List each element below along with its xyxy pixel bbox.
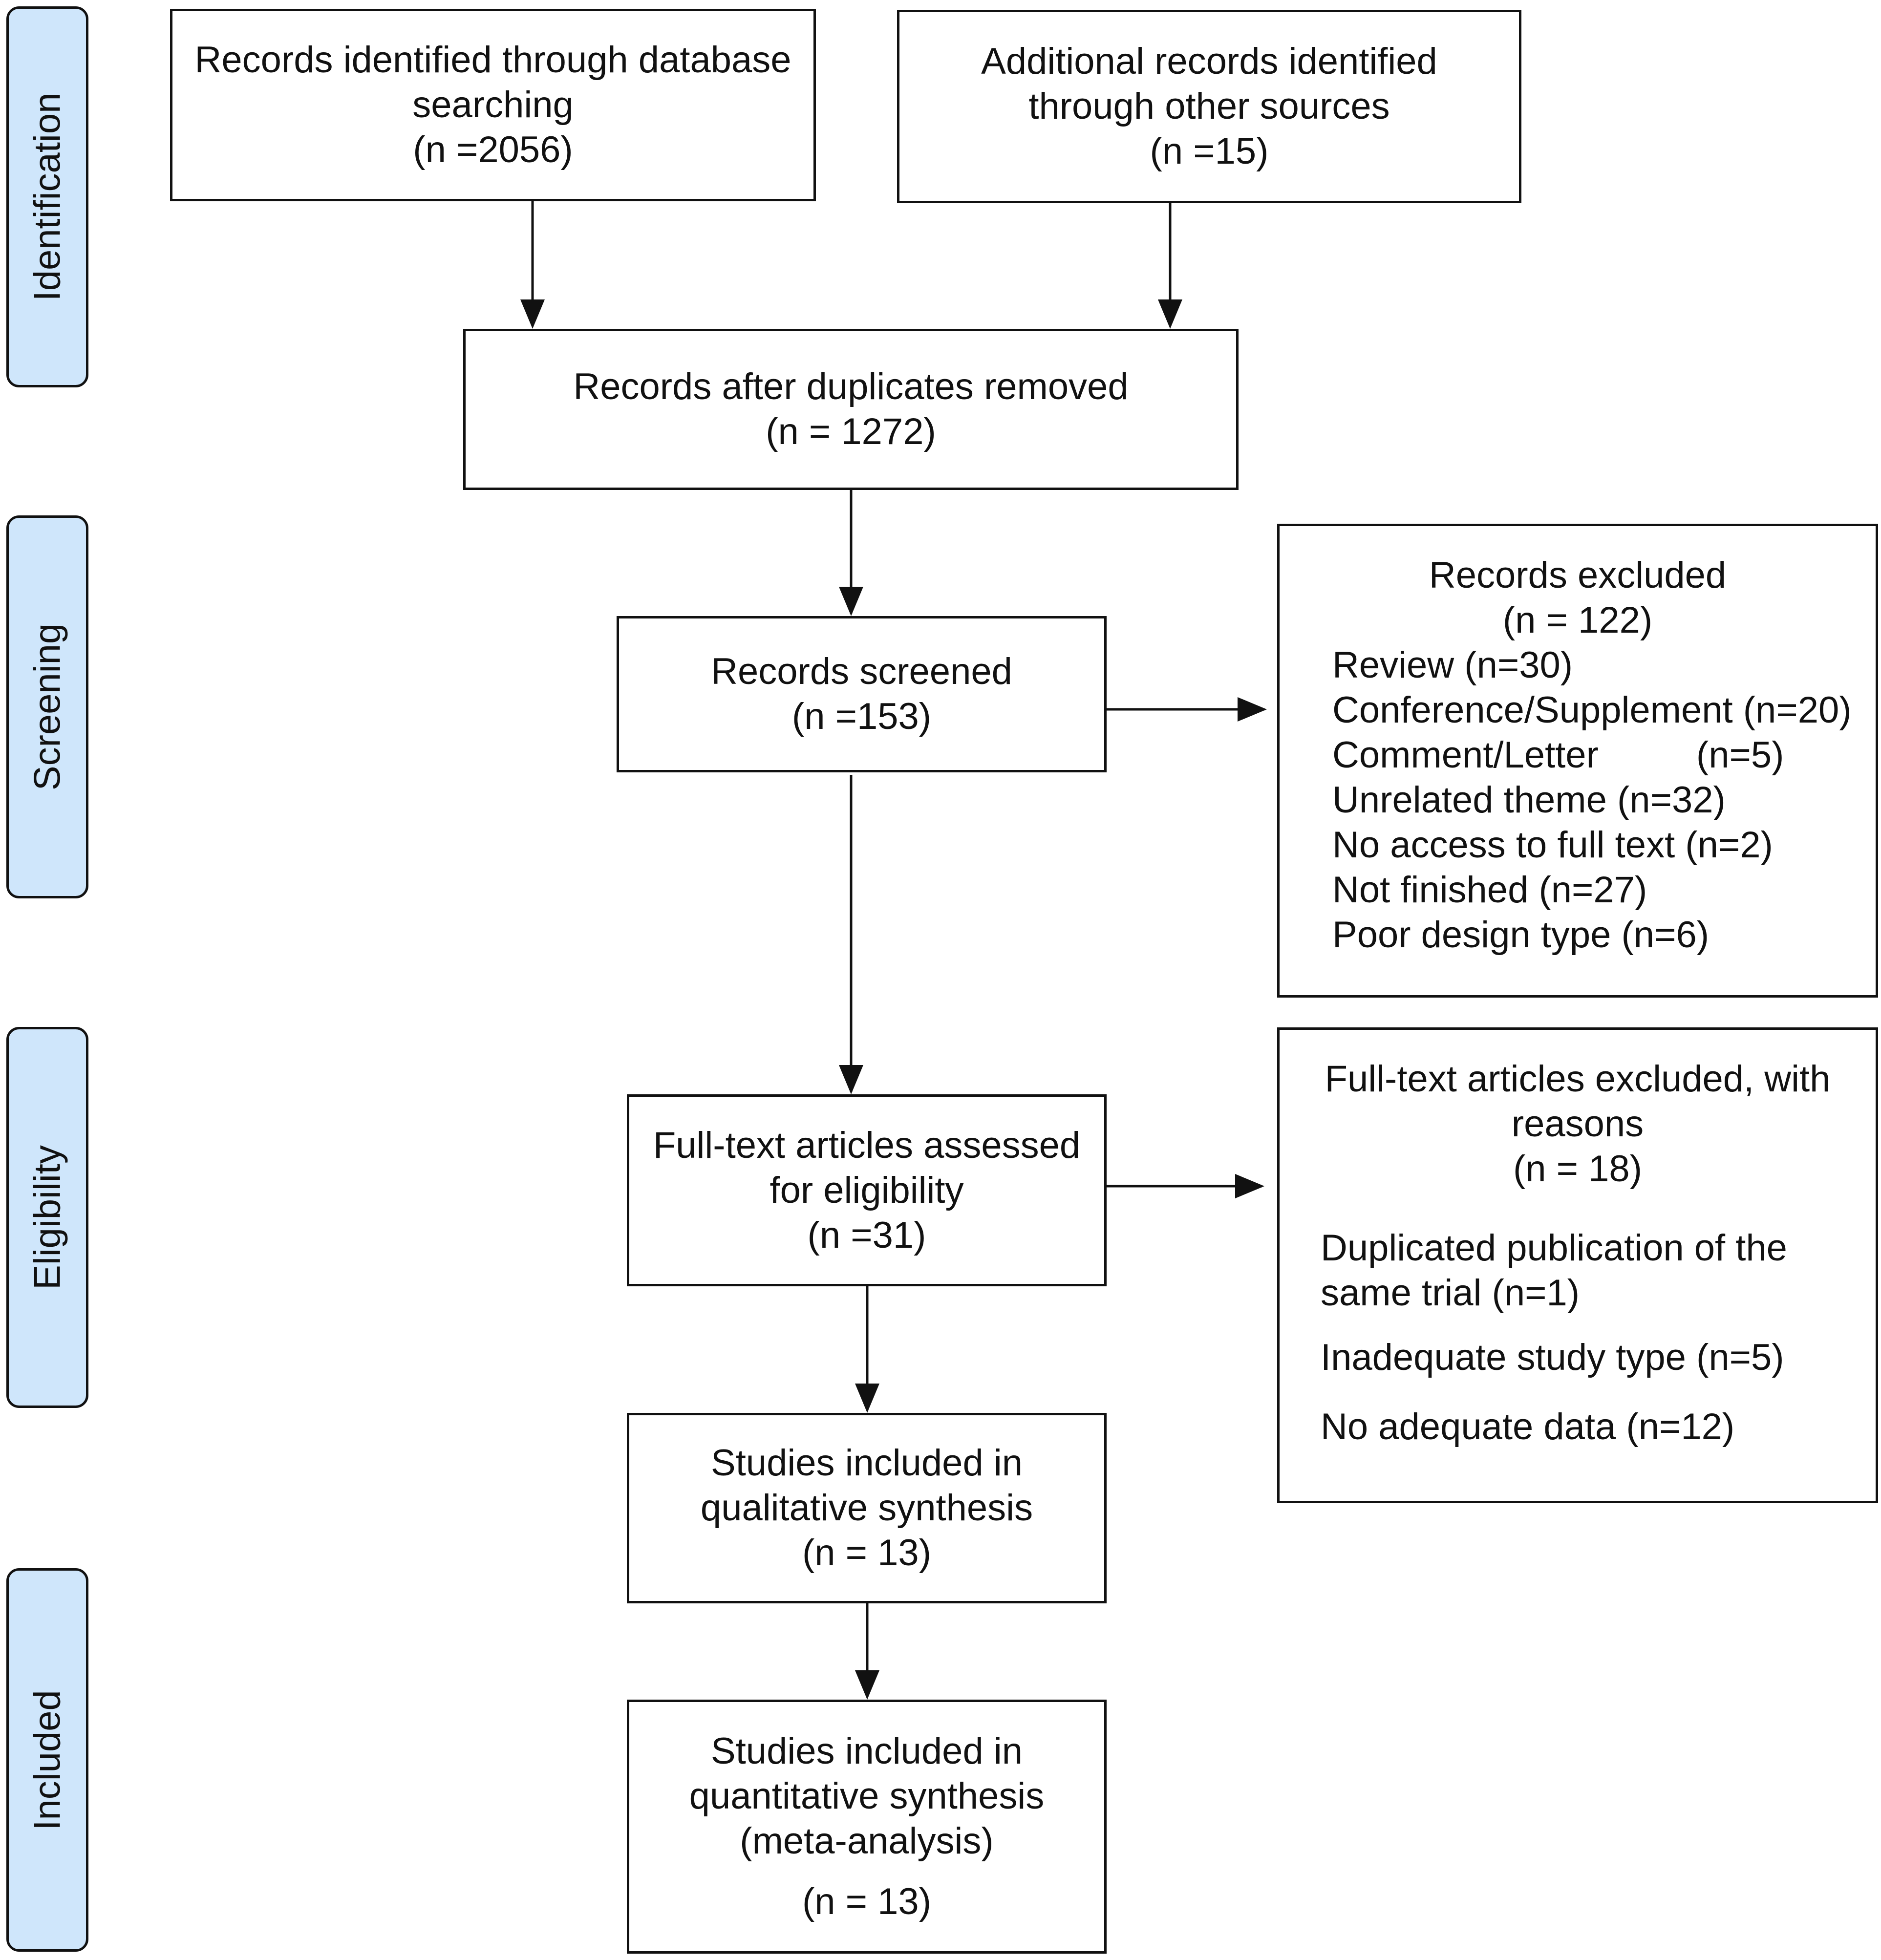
records-screened-box: Records screened (n =153) <box>617 616 1107 772</box>
quantitative-line3: (meta-analysis) <box>740 1820 994 1862</box>
other-sources-box: Additional records identified through ot… <box>897 10 1521 203</box>
full-text-assessed-box: Full-text articles assessed for eligibil… <box>627 1094 1107 1286</box>
fulltext-reason3: No adequate data (n=12) <box>1321 1406 1735 1448</box>
after-duplicates-line1: Records after duplicates removed <box>573 366 1129 407</box>
database-records-line1: Records identified through database <box>194 39 791 81</box>
phase-screening: Screening <box>6 515 88 898</box>
other-sources-line1: Additional records identified <box>981 41 1437 82</box>
quantitative-line2: quantitative synthesis <box>689 1775 1045 1817</box>
fulltext-reason1-line2: same trial (n=1) <box>1321 1272 1580 1314</box>
quantitative-synthesis-box: Studies included in quantitative synthes… <box>627 1700 1107 1954</box>
excluded-no-access: No access to full text (n=2) <box>1332 824 1773 866</box>
excluded-poor-design: Poor design type (n=6) <box>1332 914 1710 956</box>
excluded-comment-letter: Comment/Letter (n=5) <box>1332 733 1876 778</box>
full-text-line1: Full-text articles assessed <box>653 1124 1081 1166</box>
excluded-comment-letter-label: Comment/Letter <box>1332 734 1599 776</box>
records-screened-line1: Records screened <box>711 651 1012 692</box>
fulltext-excluded-title-line2: reasons <box>1511 1103 1644 1145</box>
qualitative-line2: qualitative synthesis <box>700 1487 1033 1529</box>
records-excluded-title: Records excluded <box>1429 554 1727 596</box>
phase-identification: Identification <box>6 6 88 387</box>
fulltext-excluded-count: (n = 18) <box>1513 1148 1643 1190</box>
records-screened-count: (n =153) <box>791 696 932 737</box>
qualitative-line1: Studies included in <box>711 1442 1023 1484</box>
fulltext-reason1-line1: Duplicated publication of the <box>1321 1227 1787 1269</box>
full-text-line2: for eligibility <box>770 1169 964 1211</box>
fulltext-excluded-box: Full-text articles excluded, with reason… <box>1277 1027 1878 1503</box>
full-text-count: (n =31) <box>807 1214 926 1256</box>
other-sources-count: (n =15) <box>1150 130 1269 172</box>
after-duplicates-box: Records after duplicates removed (n = 12… <box>463 329 1239 490</box>
qualitative-count: (n = 13) <box>802 1532 932 1574</box>
database-records-box: Records identified through database sear… <box>170 9 816 201</box>
fulltext-excluded-title-line1: Full-text articles excluded, with <box>1325 1058 1831 1100</box>
quantitative-line1: Studies included in <box>711 1730 1023 1772</box>
phase-eligibility: Eligibility <box>6 1027 88 1408</box>
qualitative-synthesis-box: Studies included in qualitative synthesi… <box>627 1413 1107 1603</box>
after-duplicates-count: (n = 1272) <box>766 411 936 452</box>
phase-included: Included <box>6 1568 88 1952</box>
excluded-not-finished: Not finished (n=27) <box>1332 869 1647 911</box>
other-sources-line2: through other sources <box>1028 85 1390 127</box>
records-excluded-box: Records excluded (n = 122) Review (n=30)… <box>1277 524 1878 998</box>
excluded-comment-letter-count: (n=5) <box>1696 734 1784 776</box>
excluded-conference: Conference/Supplement (n=20) <box>1332 689 1852 731</box>
fulltext-reason2: Inadequate study type (n=5) <box>1321 1337 1784 1378</box>
records-excluded-count: (n = 122) <box>1502 599 1653 641</box>
quantitative-count: (n = 13) <box>802 1881 932 1922</box>
excluded-review: Review (n=30) <box>1332 644 1573 686</box>
excluded-unrelated-theme: Unrelated theme (n=32) <box>1332 779 1726 821</box>
database-records-line2: searching <box>412 84 574 126</box>
database-records-count: (n =2056) <box>413 129 573 170</box>
